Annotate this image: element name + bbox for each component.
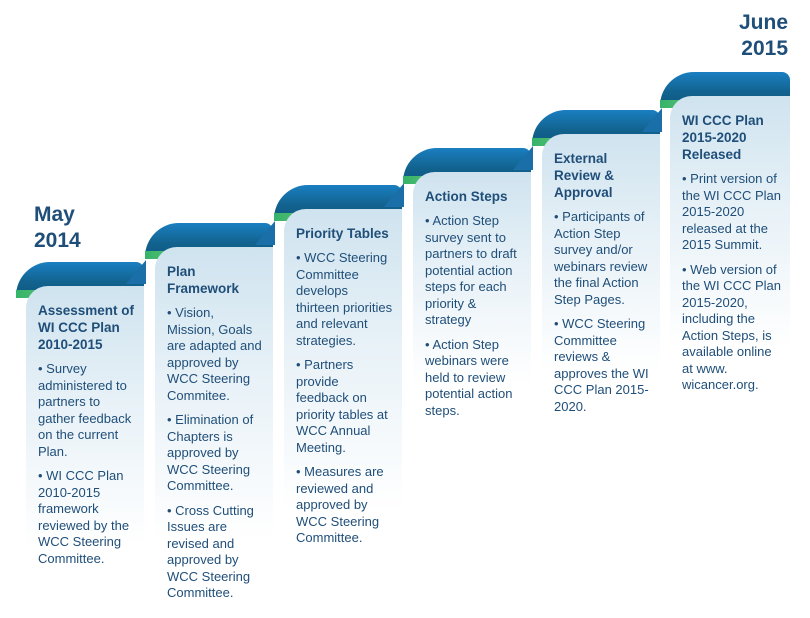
- step-title: WI CCC Plan 2015-2020 Released: [682, 113, 764, 162]
- step-bullet: • Survey administered to partners to gat…: [38, 361, 132, 459]
- step-corner-tab: [126, 260, 146, 284]
- step-action-steps: Action Steps • Action Step survey sent t…: [403, 146, 533, 438]
- step-title: Plan Framework: [167, 264, 240, 296]
- step-corner-tab: [255, 221, 275, 245]
- step-bullet: • Cross Cutting Issues are revised and a…: [167, 502, 254, 601]
- step-bullet: • Vision, Mission, Goals are adapted and…: [167, 305, 262, 403]
- step-priority-tables: Priority Tables • WCC Steering Committee…: [274, 183, 404, 585]
- step-bullet: • Participants of Action Step survey and…: [554, 209, 648, 307]
- step-bullet: • Elimination of Chapters is approved by…: [167, 412, 254, 493]
- step-title: Assessment of WI CCC Plan 2010-2015: [38, 303, 135, 352]
- start-date-label: May 2014: [34, 203, 81, 252]
- step-bullet: • Partners provide feedback on priority …: [296, 357, 388, 455]
- end-date-label: June 2015: [738, 11, 788, 60]
- step-bullet: • WI CCC Plan 2010-2015 framework review…: [38, 468, 130, 566]
- step-corner-tab: [384, 183, 404, 207]
- step-plan-framework: Plan Framework • Vision, Mission, Goals …: [145, 221, 275, 613]
- step-bullet: • WCC Steering Committee develops thirte…: [296, 250, 393, 348]
- step-plan-released: WI CCC Plan 2015-2020 Released • Print v…: [660, 72, 790, 412]
- step-bullet: • Measures are reviewed and approved by …: [296, 464, 384, 545]
- step-bullet: • Action Step webinars were held to revi…: [425, 336, 513, 418]
- step-corner-tab: [642, 108, 662, 132]
- step-corner-tab: [513, 146, 533, 170]
- step-title: Priority Tables: [296, 226, 389, 241]
- step-title: Action Steps: [425, 189, 508, 204]
- step-bullet: • Web version of the WI CCC Plan 2015-20…: [682, 261, 781, 393]
- step-bullet: • WCC Steering Committee reviews & appro…: [554, 316, 649, 414]
- step-assessment: Assessment of WI CCC Plan 2010-2015 • Su…: [16, 260, 146, 612]
- step-title: External Review & Approval: [554, 151, 615, 200]
- step-bullet: • Print version of the WI CCC Plan 2015-…: [682, 171, 781, 252]
- step-bullet: • Action Step survey sent to partners to…: [425, 213, 517, 327]
- step-external-review: External Review & Approval • Participant…: [532, 108, 662, 430]
